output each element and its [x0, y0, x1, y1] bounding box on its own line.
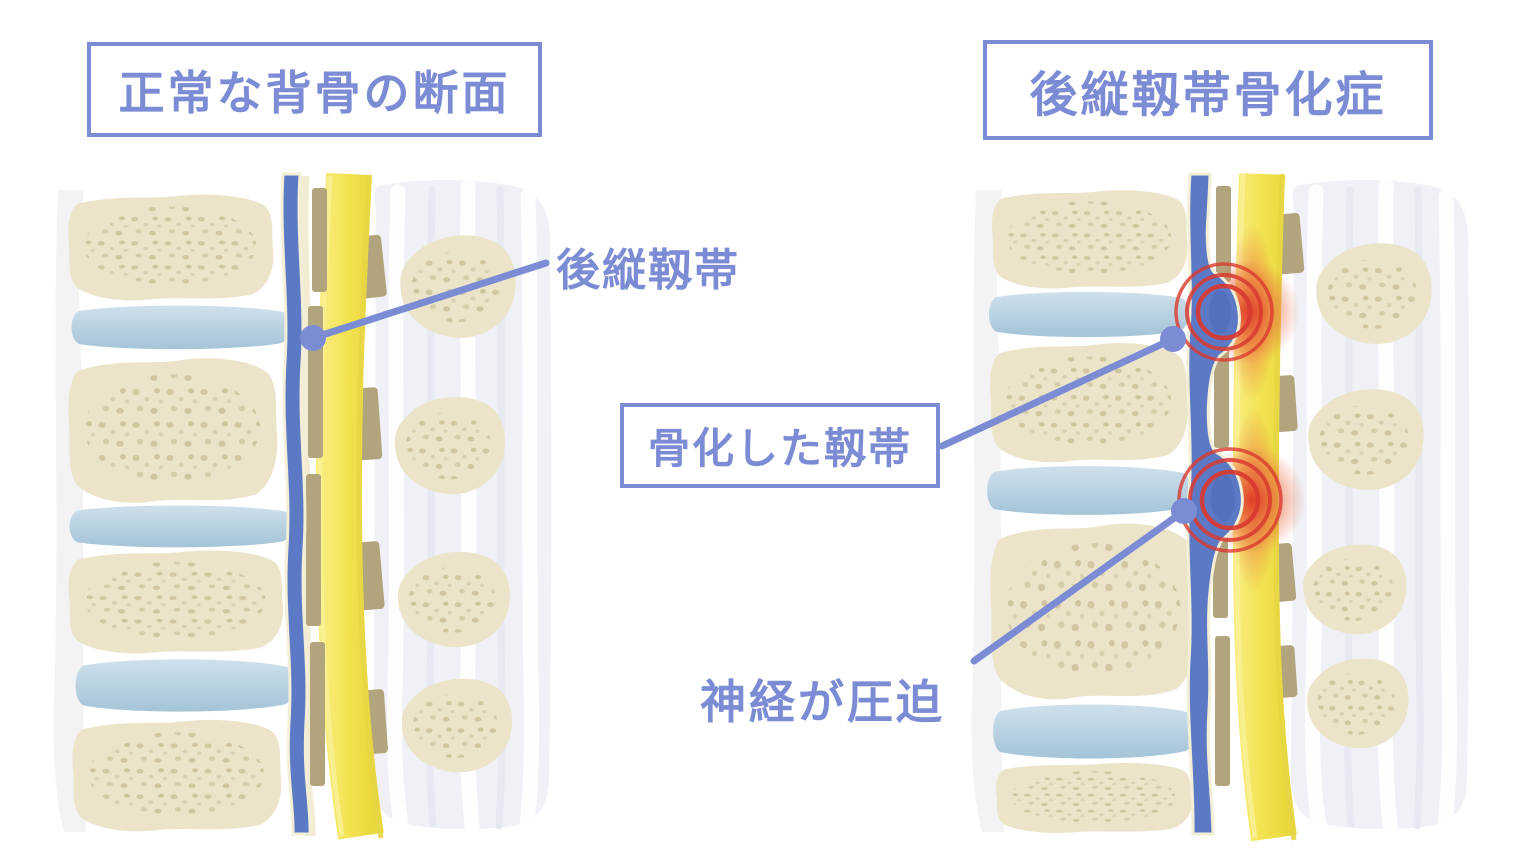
- anterior-edge-band: [53, 190, 86, 832]
- vertebra: [990, 343, 1188, 463]
- disc: [71, 305, 292, 350]
- vertebra: [990, 523, 1198, 700]
- nerve-callout-dot: [1171, 498, 1197, 524]
- disc: [987, 466, 1192, 515]
- ossified-ligament-label: 骨化した靱帯: [620, 403, 940, 488]
- vertebra: [68, 550, 284, 654]
- disc: [989, 291, 1190, 338]
- ossified-callout-dot: [1160, 326, 1186, 352]
- nerve-compressed-label: 神経が圧迫: [700, 675, 945, 729]
- disc: [75, 659, 296, 712]
- ligament-label: 後縦靱帯: [556, 245, 740, 296]
- disc: [993, 704, 1196, 759]
- ligament-callout-dot: [300, 325, 326, 351]
- normal-spine-illustration: [53, 172, 552, 840]
- anterior-edge-band: [971, 190, 1004, 832]
- vertebra: [72, 719, 282, 832]
- posterior-longitudinal-ligament: [280, 172, 312, 836]
- opll-spine-illustration: [971, 172, 1470, 842]
- right-panel-title: 後縦靱帯骨化症: [983, 40, 1433, 140]
- ligament-callout-line: [309, 259, 550, 342]
- callouts: [300, 259, 1197, 665]
- vertebra: [68, 358, 278, 503]
- vertebra: [68, 194, 274, 301]
- vertebra: [995, 763, 1192, 833]
- vertebra: [991, 190, 1188, 289]
- disc: [69, 505, 293, 548]
- ossified-callout-line: [938, 335, 1177, 450]
- left-panel-title: 正常な背骨の断面: [87, 42, 542, 137]
- ossification-shading: [1209, 290, 1235, 522]
- compression-rings-upper: [1174, 262, 1274, 362]
- nerve-callout-line: [970, 507, 1188, 665]
